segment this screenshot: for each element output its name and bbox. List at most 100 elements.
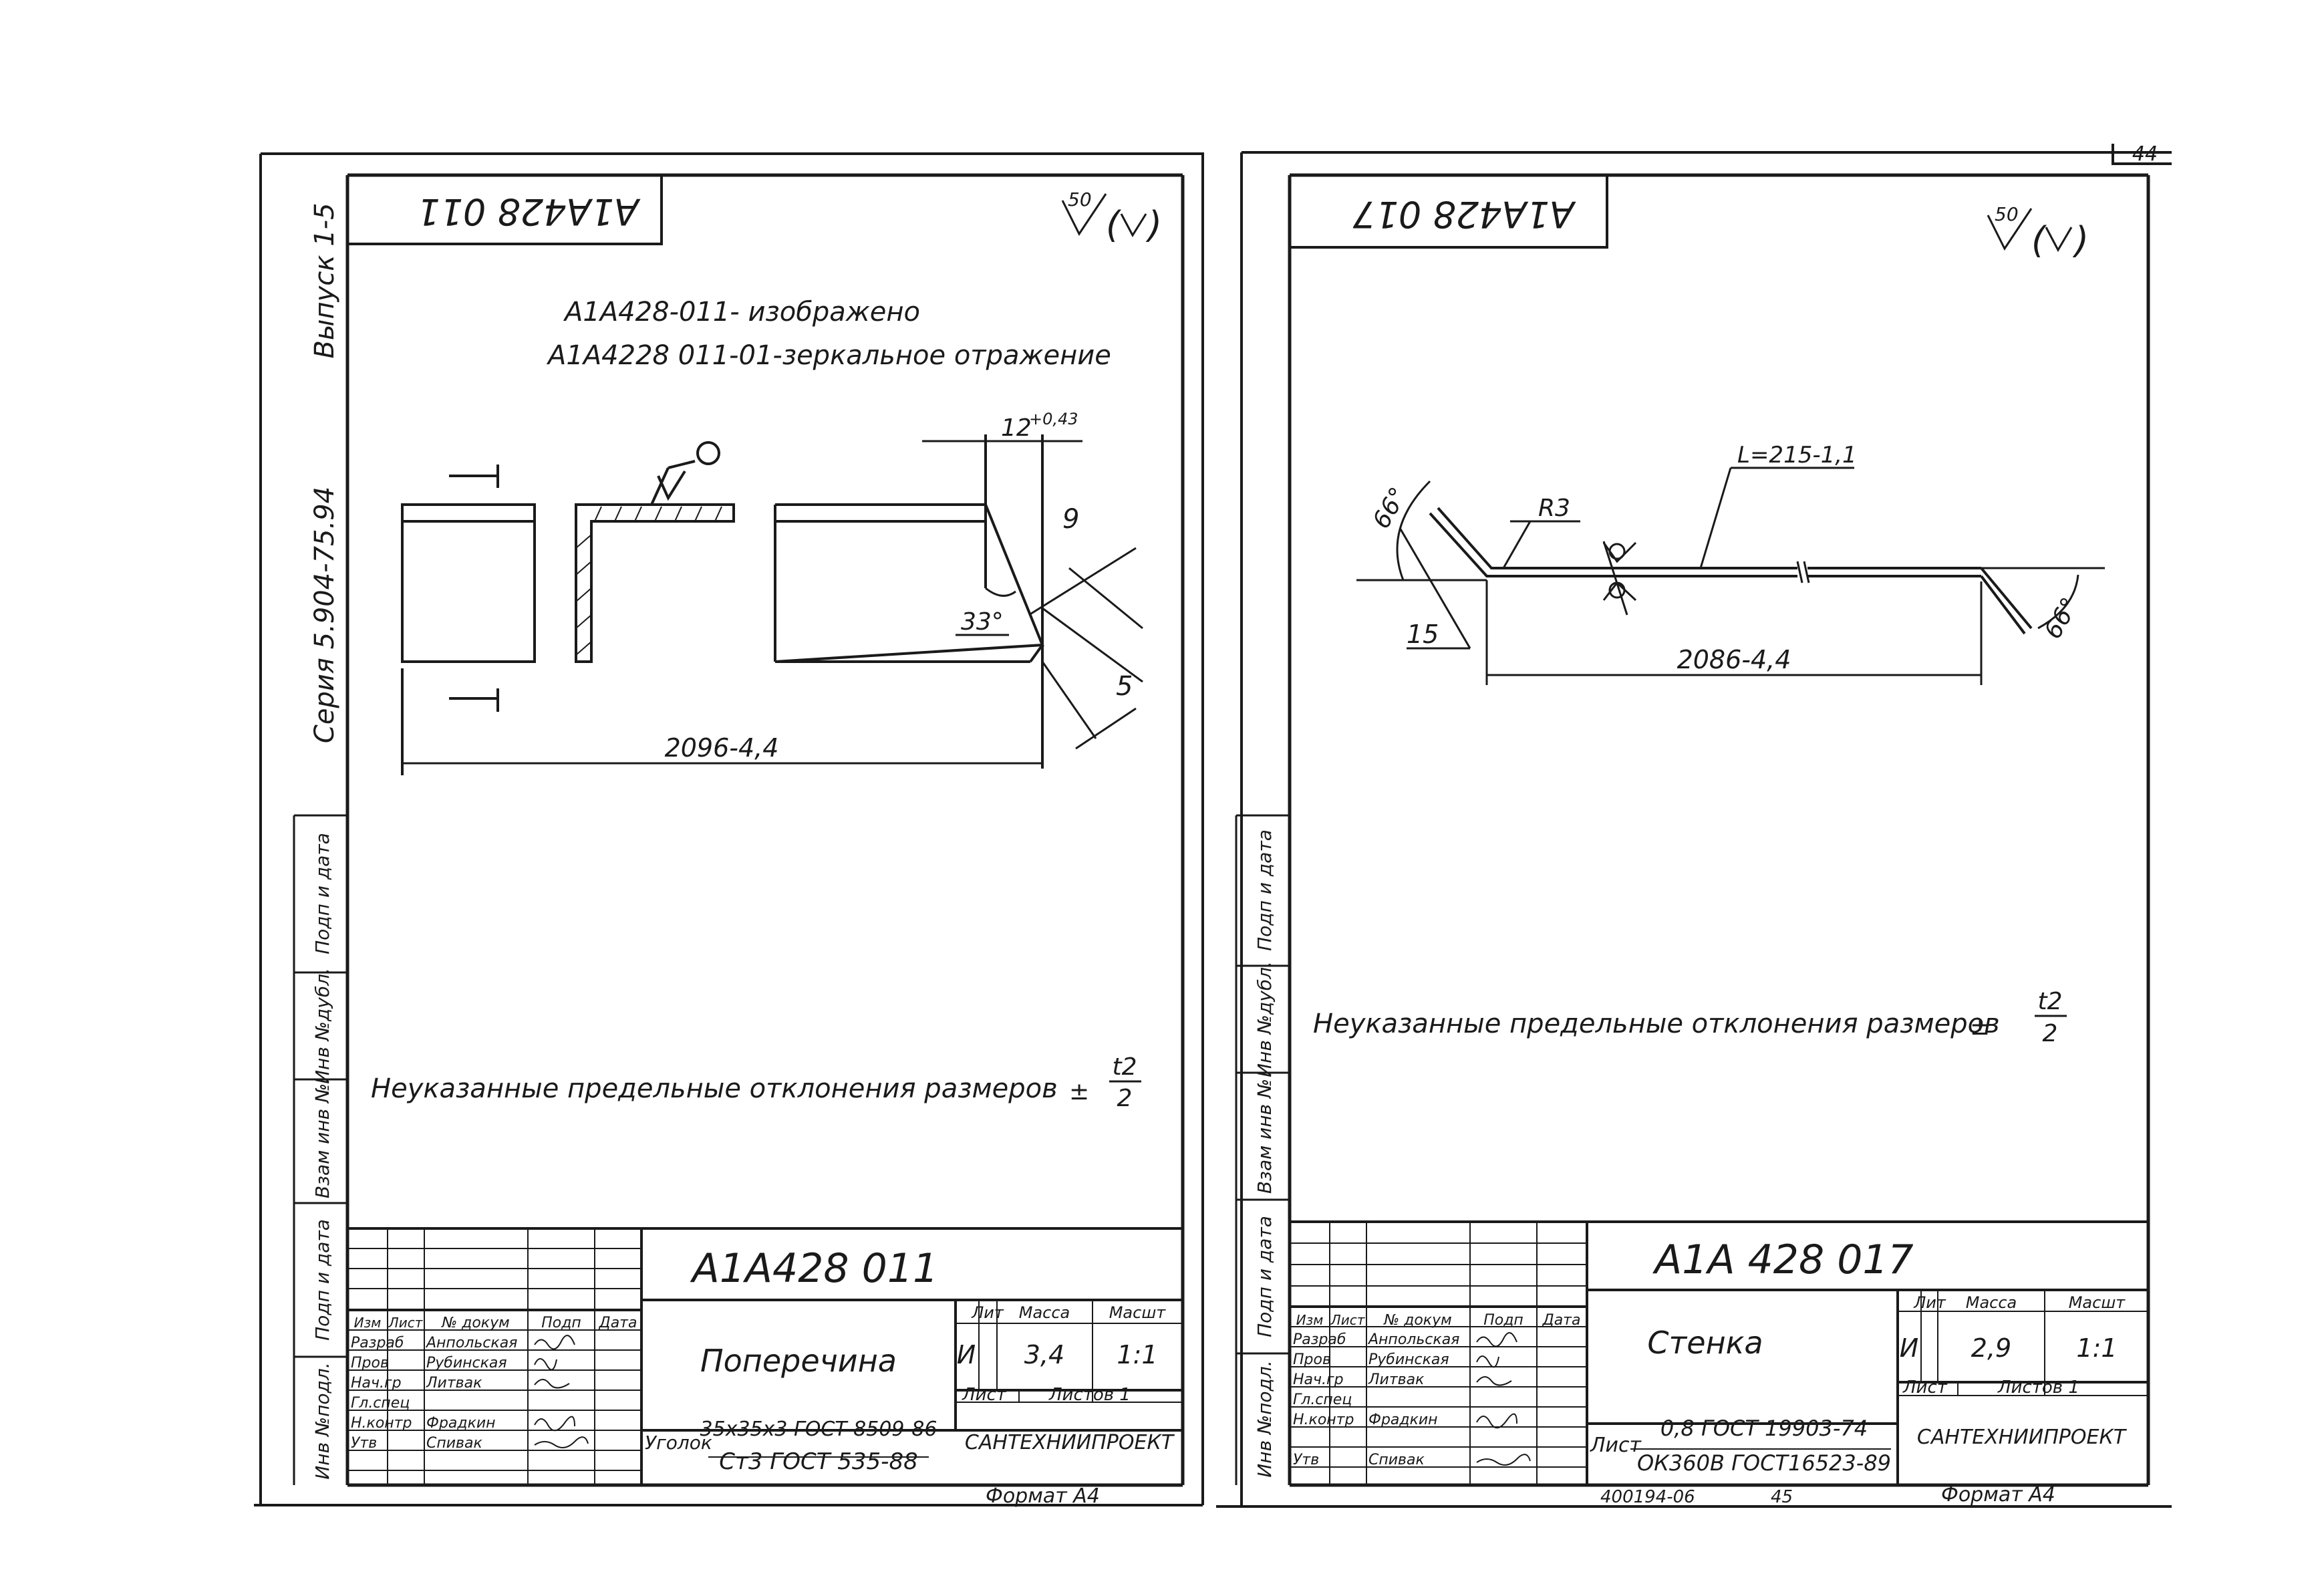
svg-text:Утв: Утв <box>1293 1452 1319 1468</box>
svg-text:Подп: Подп <box>1483 1312 1523 1329</box>
svg-text:): ) <box>2072 219 2089 261</box>
part-name: Стенка <box>1647 1325 1763 1361</box>
svg-text:Подп и дата: Подп и дата <box>311 1219 333 1341</box>
svg-text:Лит: Лит <box>1913 1293 1946 1312</box>
dimension-labels-left: 12 +0,43 9 33° 5 2096-4,4 <box>665 410 1133 763</box>
svg-text:Инв №дубл.: Инв №дубл. <box>1254 961 1276 1077</box>
svg-text:Литвак: Литвак <box>1368 1371 1425 1388</box>
svg-text:Лист: Лист <box>962 1385 1007 1405</box>
issue-label: Выпуск 1-5 <box>309 203 340 358</box>
svg-text:Листов 1: Листов 1 <box>1997 1377 2079 1398</box>
svg-text:Фрадкин: Фрадкин <box>426 1415 496 1432</box>
material-bottom: ОК360В ГОСТ16523-89 <box>1637 1450 1891 1476</box>
note-line-2: A1A4228 011-01-зеркальное отражение <box>546 340 1111 371</box>
svg-text:Спивак: Спивак <box>426 1435 482 1452</box>
svg-text:Масса: Масса <box>1019 1303 1070 1322</box>
side-strip-right: Подп и дата Инв №дубл. Взам инв № Подп и… <box>1235 814 1290 1485</box>
dim-length-l: L=215-1,1 <box>1737 442 1857 469</box>
format-label-right: Формат А4 <box>1941 1483 2055 1506</box>
svg-text:Масшт: Масшт <box>1109 1303 1167 1322</box>
lit-value: И <box>1900 1333 1918 1363</box>
svg-text:Масса: Масса <box>1966 1293 2017 1312</box>
svg-text:Дата: Дата <box>1542 1312 1581 1329</box>
material-prefix: Уголок <box>645 1432 712 1454</box>
svg-text:Лист: Лист <box>1330 1312 1366 1328</box>
part-drawing-angle <box>401 434 1143 775</box>
side-strip-left: Подп и дата Инв №дубл. Взам инв № Подп и… <box>293 203 347 1485</box>
material-top: 0,8 ГОСТ 19903-74 <box>1660 1416 1868 1441</box>
svg-text:Неуказанные предельные отклоне: Неуказанные предельные отклонения размер… <box>371 1073 1058 1104</box>
svg-text:Изм: Изм <box>1296 1312 1324 1328</box>
material-top: 35х35х3 ГОСТ 8509-86 <box>700 1418 937 1441</box>
roughness-symbol-right: 50 ( ) <box>1987 203 2089 261</box>
dimension-labels-right: 66° 66° R3 L=215-1,1 15 2086-4,4 <box>1368 442 2084 674</box>
dim-length-right: 2086-4,4 <box>1677 645 1791 674</box>
svg-text:Гл.спец: Гл.спец <box>1293 1392 1352 1408</box>
mirrored-designation: A1A428 011 <box>417 190 641 233</box>
svg-text:2: 2 <box>1117 1085 1133 1112</box>
svg-text:Подп: Подп <box>541 1315 581 1331</box>
svg-text:Рубинская: Рубинская <box>1368 1351 1449 1368</box>
material-prefix: Лист <box>1590 1434 1642 1457</box>
svg-text:Н.контр: Н.контр <box>351 1415 412 1432</box>
svg-text:t2: t2 <box>2037 988 2062 1015</box>
format-label-left: Формат А4 <box>986 1484 1100 1508</box>
svg-text:Разраб: Разраб <box>351 1335 404 1351</box>
svg-text:Н.контр: Н.контр <box>1293 1412 1354 1428</box>
svg-text:Лит: Лит <box>971 1303 1004 1322</box>
svg-text:(: ( <box>1106 204 1122 246</box>
mass-value: 2,9 <box>1971 1333 2011 1363</box>
svg-text:Подп и дата: Подп и дата <box>311 833 333 954</box>
dim-12-tolerance: +0,43 <box>1029 410 1078 428</box>
mass-value: 3,4 <box>1024 1340 1064 1369</box>
roughness-symbol: 50 ( ) <box>1061 188 1162 246</box>
svg-text:(: ( <box>2031 219 2047 261</box>
bottom-page: 45 <box>1771 1487 1793 1507</box>
bottom-code: 400194-06 <box>1600 1487 1695 1507</box>
svg-text:t2: t2 <box>1112 1053 1137 1081</box>
svg-text:Литвак: Литвак <box>426 1375 482 1392</box>
svg-text:Неуказанные предельные отклоне: Неуказанные предельные отклонения размер… <box>1313 1009 2000 1039</box>
scale-value: 1:1 <box>2076 1333 2117 1363</box>
note-line-1: A1A428-011- изображено <box>563 297 920 327</box>
svg-text:Взам инв №: Взам инв № <box>311 1083 333 1198</box>
svg-text:): ) <box>1145 204 1162 246</box>
svg-text:Изм: Изм <box>354 1315 382 1331</box>
organization: САНТЕХНИИПРОЕКТ <box>1917 1426 2128 1449</box>
svg-text:2: 2 <box>2043 1020 2058 1047</box>
svg-text:Анпольская: Анпольская <box>1367 1331 1459 1348</box>
svg-text:Утв: Утв <box>351 1435 377 1452</box>
lit-value: И <box>957 1340 976 1369</box>
svg-text:Инв №подл.: Инв №подл. <box>1254 1360 1276 1477</box>
svg-text:Спивак: Спивак <box>1368 1452 1425 1468</box>
svg-text:50: 50 <box>1068 188 1092 211</box>
dim-angle-33: 33° <box>961 608 1004 636</box>
svg-text:Лист: Лист <box>1902 1377 1948 1398</box>
dim-radius: R3 <box>1538 495 1570 522</box>
svg-text:50: 50 <box>1995 203 2019 225</box>
designation: A1A428 011 <box>690 1245 938 1292</box>
svg-text:±: ± <box>1970 1013 1990 1041</box>
tolerance-note-left: Неуказанные предельные отклонения размер… <box>371 1053 1141 1112</box>
svg-text:Рубинская: Рубинская <box>426 1355 507 1371</box>
page-number: 44 <box>2132 142 2158 166</box>
dim-12: 12 <box>1001 414 1032 442</box>
signatures <box>534 1335 589 1448</box>
part-drawing-wall <box>1356 467 2105 685</box>
signatures <box>1476 1332 1531 1466</box>
svg-text:Пров: Пров <box>1293 1351 1331 1368</box>
dim-15: 15 <box>1407 620 1439 649</box>
right-sheet: A1A428 017 50 ( ) <box>1235 173 2150 1507</box>
organization: САНТЕХНИИПРОЕКТ <box>965 1431 1175 1454</box>
dim-angle-66-right: 66° <box>2039 593 2084 644</box>
material-bottom: Ст3 ГОСТ 535-88 <box>719 1448 917 1475</box>
svg-text:№ докум: № докум <box>1383 1312 1451 1329</box>
svg-text:Инв №дубл.: Инв №дубл. <box>311 968 333 1084</box>
dim-5: 5 <box>1116 671 1133 702</box>
outer-frame <box>254 144 2172 1508</box>
left-sheet: A1A428 011 50 ( ) A1A428-011- изображено… <box>293 173 1185 1508</box>
dim-9: 9 <box>1062 504 1079 535</box>
svg-text:Взам инв №: Взам инв № <box>1254 1079 1276 1194</box>
svg-text:Дата: Дата <box>599 1315 637 1331</box>
